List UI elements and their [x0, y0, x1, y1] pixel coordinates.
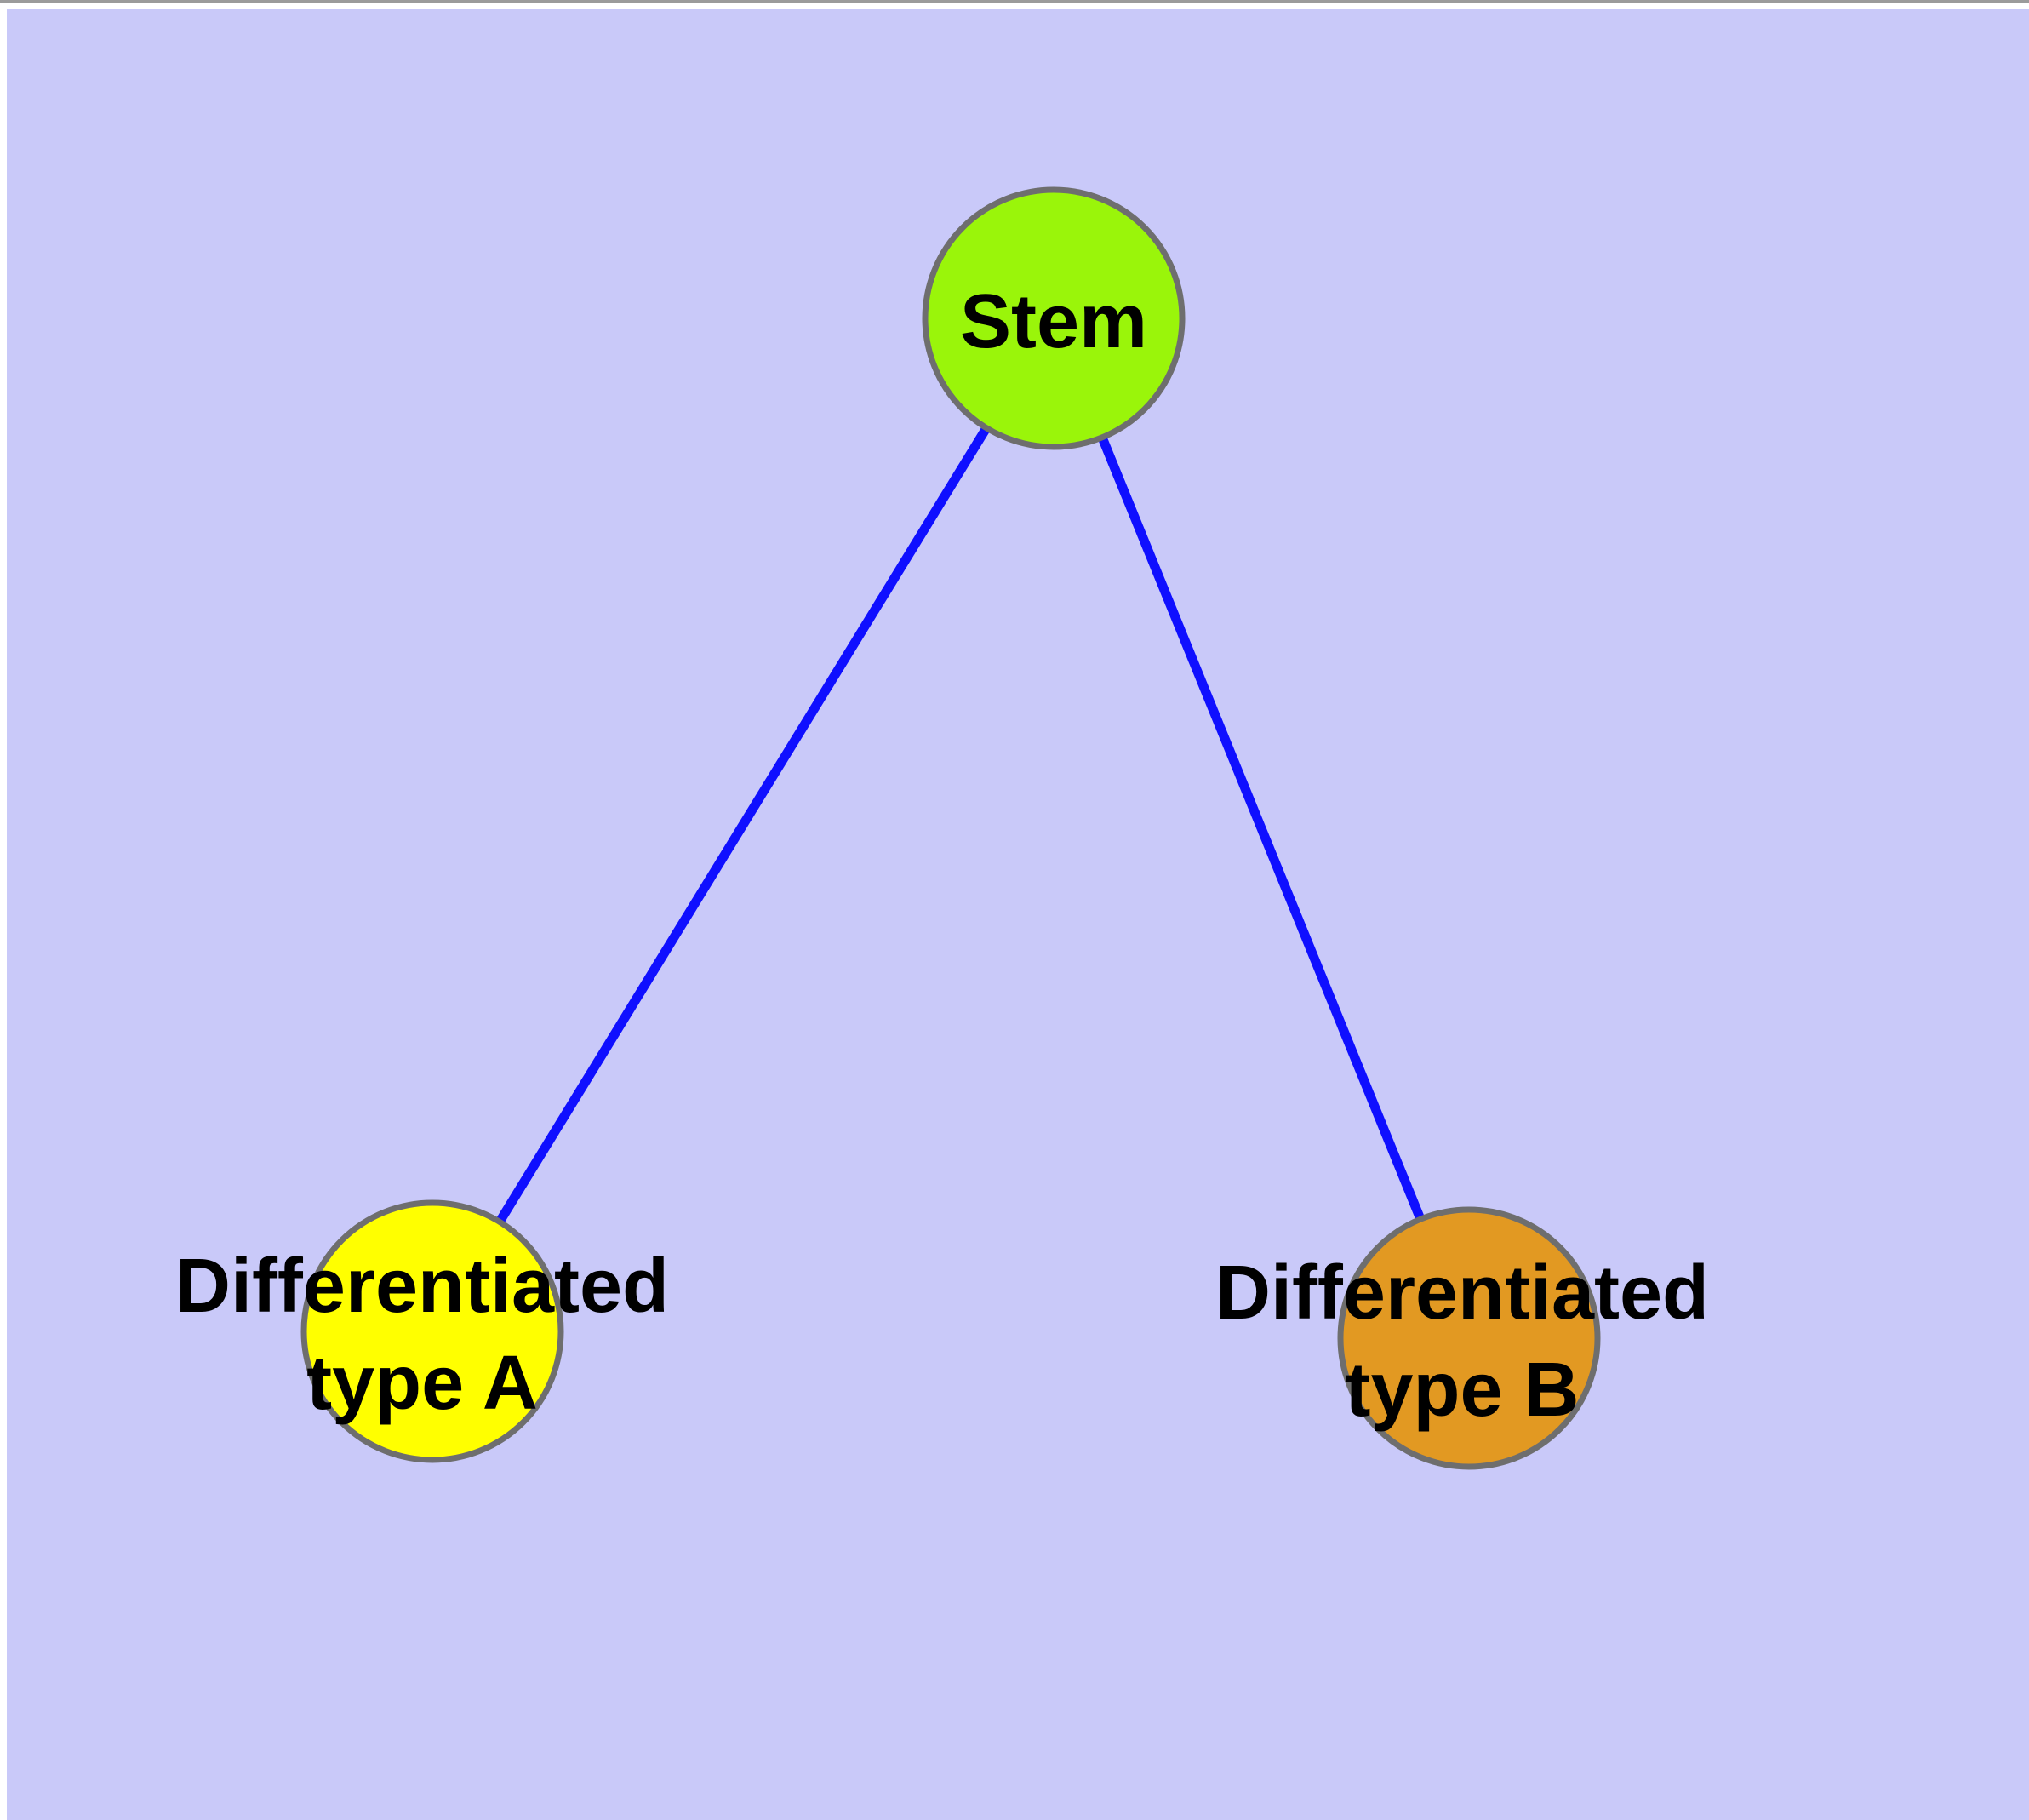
type-b-node-label-line1: Differentiated [1215, 1251, 1709, 1336]
type-b-node-label-line2: type B [1345, 1348, 1579, 1433]
edge-stem-to-type-b [1049, 316, 1474, 1341]
type-a-node-label-line2: type A [306, 1341, 538, 1426]
node-differentiated-type-a [300, 1199, 564, 1463]
node-differentiated-type-b [1337, 1206, 1601, 1470]
window-top-edge-line [0, 0, 2029, 3]
stem-node-label: Stem [960, 279, 1147, 364]
type-a-node-label-line1: Differentiated [175, 1244, 669, 1329]
edge-stem-to-type-a [428, 316, 1058, 1334]
node-stem [922, 186, 1186, 450]
